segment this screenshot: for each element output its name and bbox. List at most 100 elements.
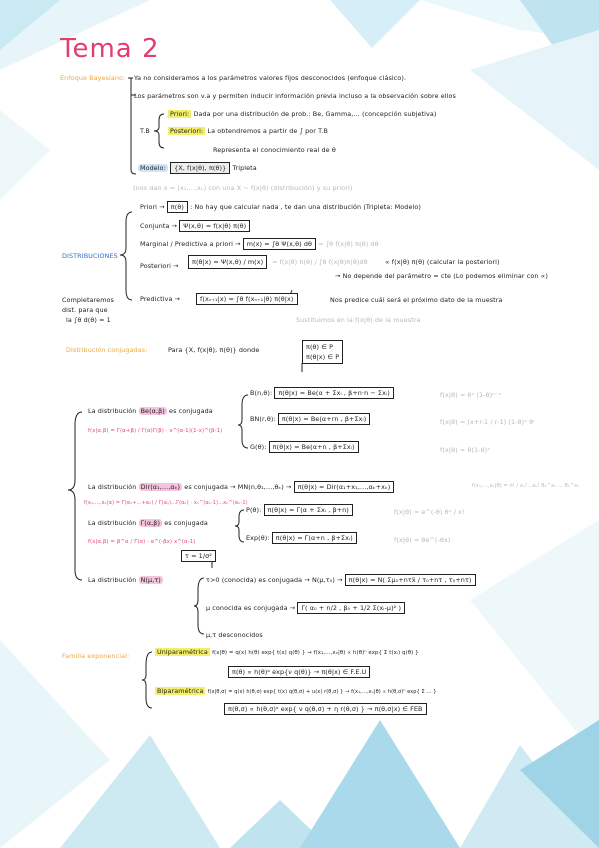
dist-pred-text: Nos predice cuál será el próximo dato de…: [330, 296, 503, 304]
beta-binom-gray: f(x|θ) = θˣ (1-θ)ⁿ⁻ˣ: [440, 391, 502, 399]
priori-row: Priori: Dada por una distribución de pro…: [168, 110, 437, 118]
gamma-exp-row: Exp(θ): π(θ|x) = Γ(α+n , β+Σxᵢ): [246, 532, 357, 544]
posteriori-text: La obtendremos a partir de ∫ por T.B: [207, 127, 329, 135]
normal-pre: La distribución: [88, 576, 137, 584]
beta-bn-box: π(θ|x) = Be(α+rn , β+Σxᵢ): [277, 413, 371, 425]
dist-conjunta-label: Conjunta →: [140, 222, 178, 230]
beta-binom-label: B(n,θ):: [250, 389, 273, 397]
beta-name: Be(α,β): [138, 407, 167, 415]
distribuciones-label: DISTRIBUCIONES: [62, 252, 118, 260]
page-title: Tema 2: [60, 34, 160, 64]
dir-gray: f(x₁,...,xₖ|θ) = n! / x₁!...xₖ! θ₁^x₁ ..…: [472, 483, 580, 489]
normal-unknown: μ,τ desconocidos: [206, 631, 263, 639]
normal-name: N(μ,τ): [138, 576, 163, 584]
stack-prior: π(θ) ∈ P: [306, 343, 334, 351]
familia-label: Familia exponencial:: [62, 652, 130, 660]
uni-box: π(θ) ∝ h(θ)ᵃ exp{ν q(θ)} → π(θ|x) ∈ F.E.…: [228, 666, 371, 678]
left-note-2: dist. para que: [62, 306, 108, 314]
beta-bn-gray: f(x|θ) = (x+r-1 / r-1) (1-θ)ˣ θʳ: [440, 418, 535, 426]
dist-post-note-2: → No depende del parámetro = cte (Lo pod…: [335, 272, 548, 280]
normal-mu-box: Γ( α₀ + n/2 , β₀ + 1/2 Σ(xᵢ-μ)² ): [297, 602, 406, 614]
dir-row: La distribución Dir(α₁,...,αₖ) es conjug…: [88, 481, 395, 493]
dir-mid: MN(n,θ₁,...,θₖ): [237, 483, 284, 491]
normal-mu-text: μ conocida es conjugada →: [206, 604, 296, 612]
gamma-formula: f(x|α,β) = β^α / Γ(α) · e^(-βx) x^(α-1): [88, 539, 196, 545]
beta-geo-gray: f(x|θ) = θ(1-θ)ˣ: [440, 446, 491, 454]
bi-formula: f(x|θ,σ) = q(x) h(θ,σ) exp{ t(x) q(θ,σ) …: [207, 689, 437, 695]
beta-post: es conjugada: [169, 407, 213, 415]
dist-marginal-box: m(x) = ∫θ Ψ(x,θ) dθ: [242, 238, 317, 250]
beta-pre: La distribución: [88, 407, 137, 415]
uni-row: Uniparamétrica f(x|θ) = q(x) h(θ) exp{ t…: [155, 648, 419, 656]
beta-bn-label: BN(r,θ):: [250, 415, 276, 423]
conjugadas-label: Distribución conjugadas:: [66, 346, 148, 354]
uni-formula: f(x|θ) = q(x) h(θ) exp{ t(x) q(θ) } → f(…: [212, 650, 419, 656]
dir-pre: La distribución: [88, 483, 137, 491]
dist-priori-label: Priori →: [140, 203, 165, 211]
beta-row: La distribución Be(α,β) es conjugada: [88, 407, 213, 415]
gamma-exp-gray: f(x|θ) = θe^(-θx): [394, 536, 451, 544]
beta-formula: f(x|α,β) = Γ(α+β) / Γ(α)Γ(β) · x^(α-1)(1…: [88, 428, 223, 434]
dist-priori-box: π(θ): [166, 201, 188, 213]
dir-post: es conjugada →: [184, 483, 236, 491]
gamma-poisson-gray: f(x|θ) = e^(-θ) θˣ / x!: [394, 508, 465, 516]
dist-post-label: Posteriori →: [140, 262, 179, 270]
normal-row: La distribución N(μ,τ): [88, 576, 163, 584]
gamma-exp-label: Exp(θ):: [246, 534, 270, 542]
left-note-1: Completaremos: [62, 296, 114, 304]
dist-marginal-gray: = ∫θ f(x|θ) π(θ) dθ: [318, 240, 379, 248]
conjugadas-text: Para {X, f(x|θ), π(θ)} donde: [168, 346, 260, 354]
dist-marginal-label: Marginal / Predictiva a priori →: [140, 240, 241, 248]
dist-post-note-1: ∝ f(x|θ) π(θ) (calcular la posteriori): [385, 258, 500, 266]
tau-box: τ = 1/σ²: [181, 550, 216, 562]
dist-pred-box: f(xₙ₊₁|x) = ∫θ f(xₙ₊₁|θ) π(θ|x): [196, 293, 298, 305]
beta-binom-box: π(θ|x) = Be(α + Σxᵢ , β+n·n − Σxᵢ): [274, 387, 394, 399]
enfoque-line-1: Ya no consideramos a los parámetros valo…: [134, 74, 407, 82]
uni-label: Uniparamétrica: [155, 648, 210, 656]
modelo-box: {X, f(x|θ), π(θ)}: [170, 162, 231, 174]
dist-priori-row: Priori → π(θ) : No hay que calcular nada…: [140, 201, 421, 213]
dist-marginal-row: Marginal / Predictiva a priori → m(x) = …: [140, 238, 379, 250]
priori-label: Priori:: [168, 110, 192, 118]
dist-post-gray: = f(x|θ) π(θ) / ∫θ f(x|θ)π(θ)dθ: [272, 258, 368, 266]
modelo-row: Modelo: {X, f(x|θ), π(θ)} Tripleta: [138, 162, 257, 174]
normal-known-box: π(θ|x) = N( Σμ₀+nτx̄ / τ₀+nτ , τ₀+nτ): [344, 574, 476, 586]
modelo-tail: Tripleta: [232, 164, 257, 172]
dist-priori-text: : No hay que calcular nada , te dan una …: [190, 203, 421, 211]
beta-binom-row: B(n,θ): π(θ|x) = Be(α + Σxᵢ , β+n·n − Σx…: [250, 387, 394, 399]
dir-formula: f(x₁,...,xₖ|α) = Γ(α₁+...+αₖ) / Γ(α₁)...…: [84, 500, 248, 506]
dist-pred-gray: Sustituimos en la f(x|θ) de la muestra: [296, 316, 421, 324]
bi-label: Biparamétrica: [155, 687, 206, 695]
dist-pred-label: Predictiva →: [140, 295, 181, 303]
priori-text: Dada por una distribución de prob.: Be, …: [193, 110, 437, 118]
gamma-poisson-label: P(θ):: [246, 506, 262, 514]
bi-row: Biparamétrica f(x|θ,σ) = q(x) h(θ,σ) exp…: [155, 687, 436, 695]
normal-mu-row: μ conocida es conjugada → Γ( α₀ + n/2 , …: [206, 602, 406, 614]
posteriori-row: Posteriori: La obtendremos a partir de ∫…: [168, 127, 328, 135]
normal-known-text: τ>0 (conocida) es conjugada →: [206, 576, 310, 584]
modelo-label: Modelo:: [138, 164, 168, 172]
gamma-exp-box: π(θ|x) = Γ(α+n , β+Σxᵢ): [271, 532, 357, 544]
bi-box: π(θ,σ) ∝ h(θ,σ)ᵃ exp{ ν q(θ,σ) + η r(θ,σ…: [224, 703, 427, 715]
dir-box: π(θ|x) = Dir(α₁+x₁,...,αₖ+xₖ): [293, 481, 395, 493]
conjugadas-stack: π(θ) ∈ P π(θ|x) ∈ P: [302, 340, 344, 364]
stack-post: π(θ|x) ∈ P: [306, 353, 340, 361]
beta-geo-row: G(θ): π(θ|x) = Be(α+n , β+Σxᵢ): [250, 441, 359, 453]
dist-post-box: π(θ|x) = Ψ(x,θ) / m(x): [188, 255, 268, 269]
left-note-3: la ∫θ d(θ) = 1: [66, 316, 111, 324]
gamma-pre: La distribución: [88, 519, 137, 527]
dist-conjunta-box: Ψ(x,θ) = f(x|θ) π(θ): [179, 220, 251, 232]
gamma-poisson-row: P(θ): π(θ|x) = Γ(α + Σxᵢ , β+n): [246, 504, 353, 516]
dist-conjunta-row: Conjunta → Ψ(x,θ) = f(x|θ) π(θ): [140, 220, 251, 232]
beta-bn-row: BN(r,θ): π(θ|x) = Be(α+rn , β+Σxᵢ): [250, 413, 371, 425]
dir-name: Dir(α₁,...,αₖ): [138, 483, 183, 491]
tb-label: T.B: [140, 127, 150, 135]
gamma-row: La distribución Γ(α,β) es conjugada: [88, 519, 208, 527]
enfoque-bayesiano-label: Enfoque Bayesiano:: [60, 74, 126, 82]
gamma-name: Γ(α,β): [138, 519, 163, 527]
enfoque-line-2: Los parámetros son v.a y permiten induci…: [134, 92, 456, 100]
posteriori-label: Posteriori:: [168, 127, 206, 135]
normal-known-mid: N(μ,τ₀): [311, 576, 335, 584]
gamma-poisson-box: π(θ|x) = Γ(α + Σxᵢ , β+n): [263, 504, 353, 516]
